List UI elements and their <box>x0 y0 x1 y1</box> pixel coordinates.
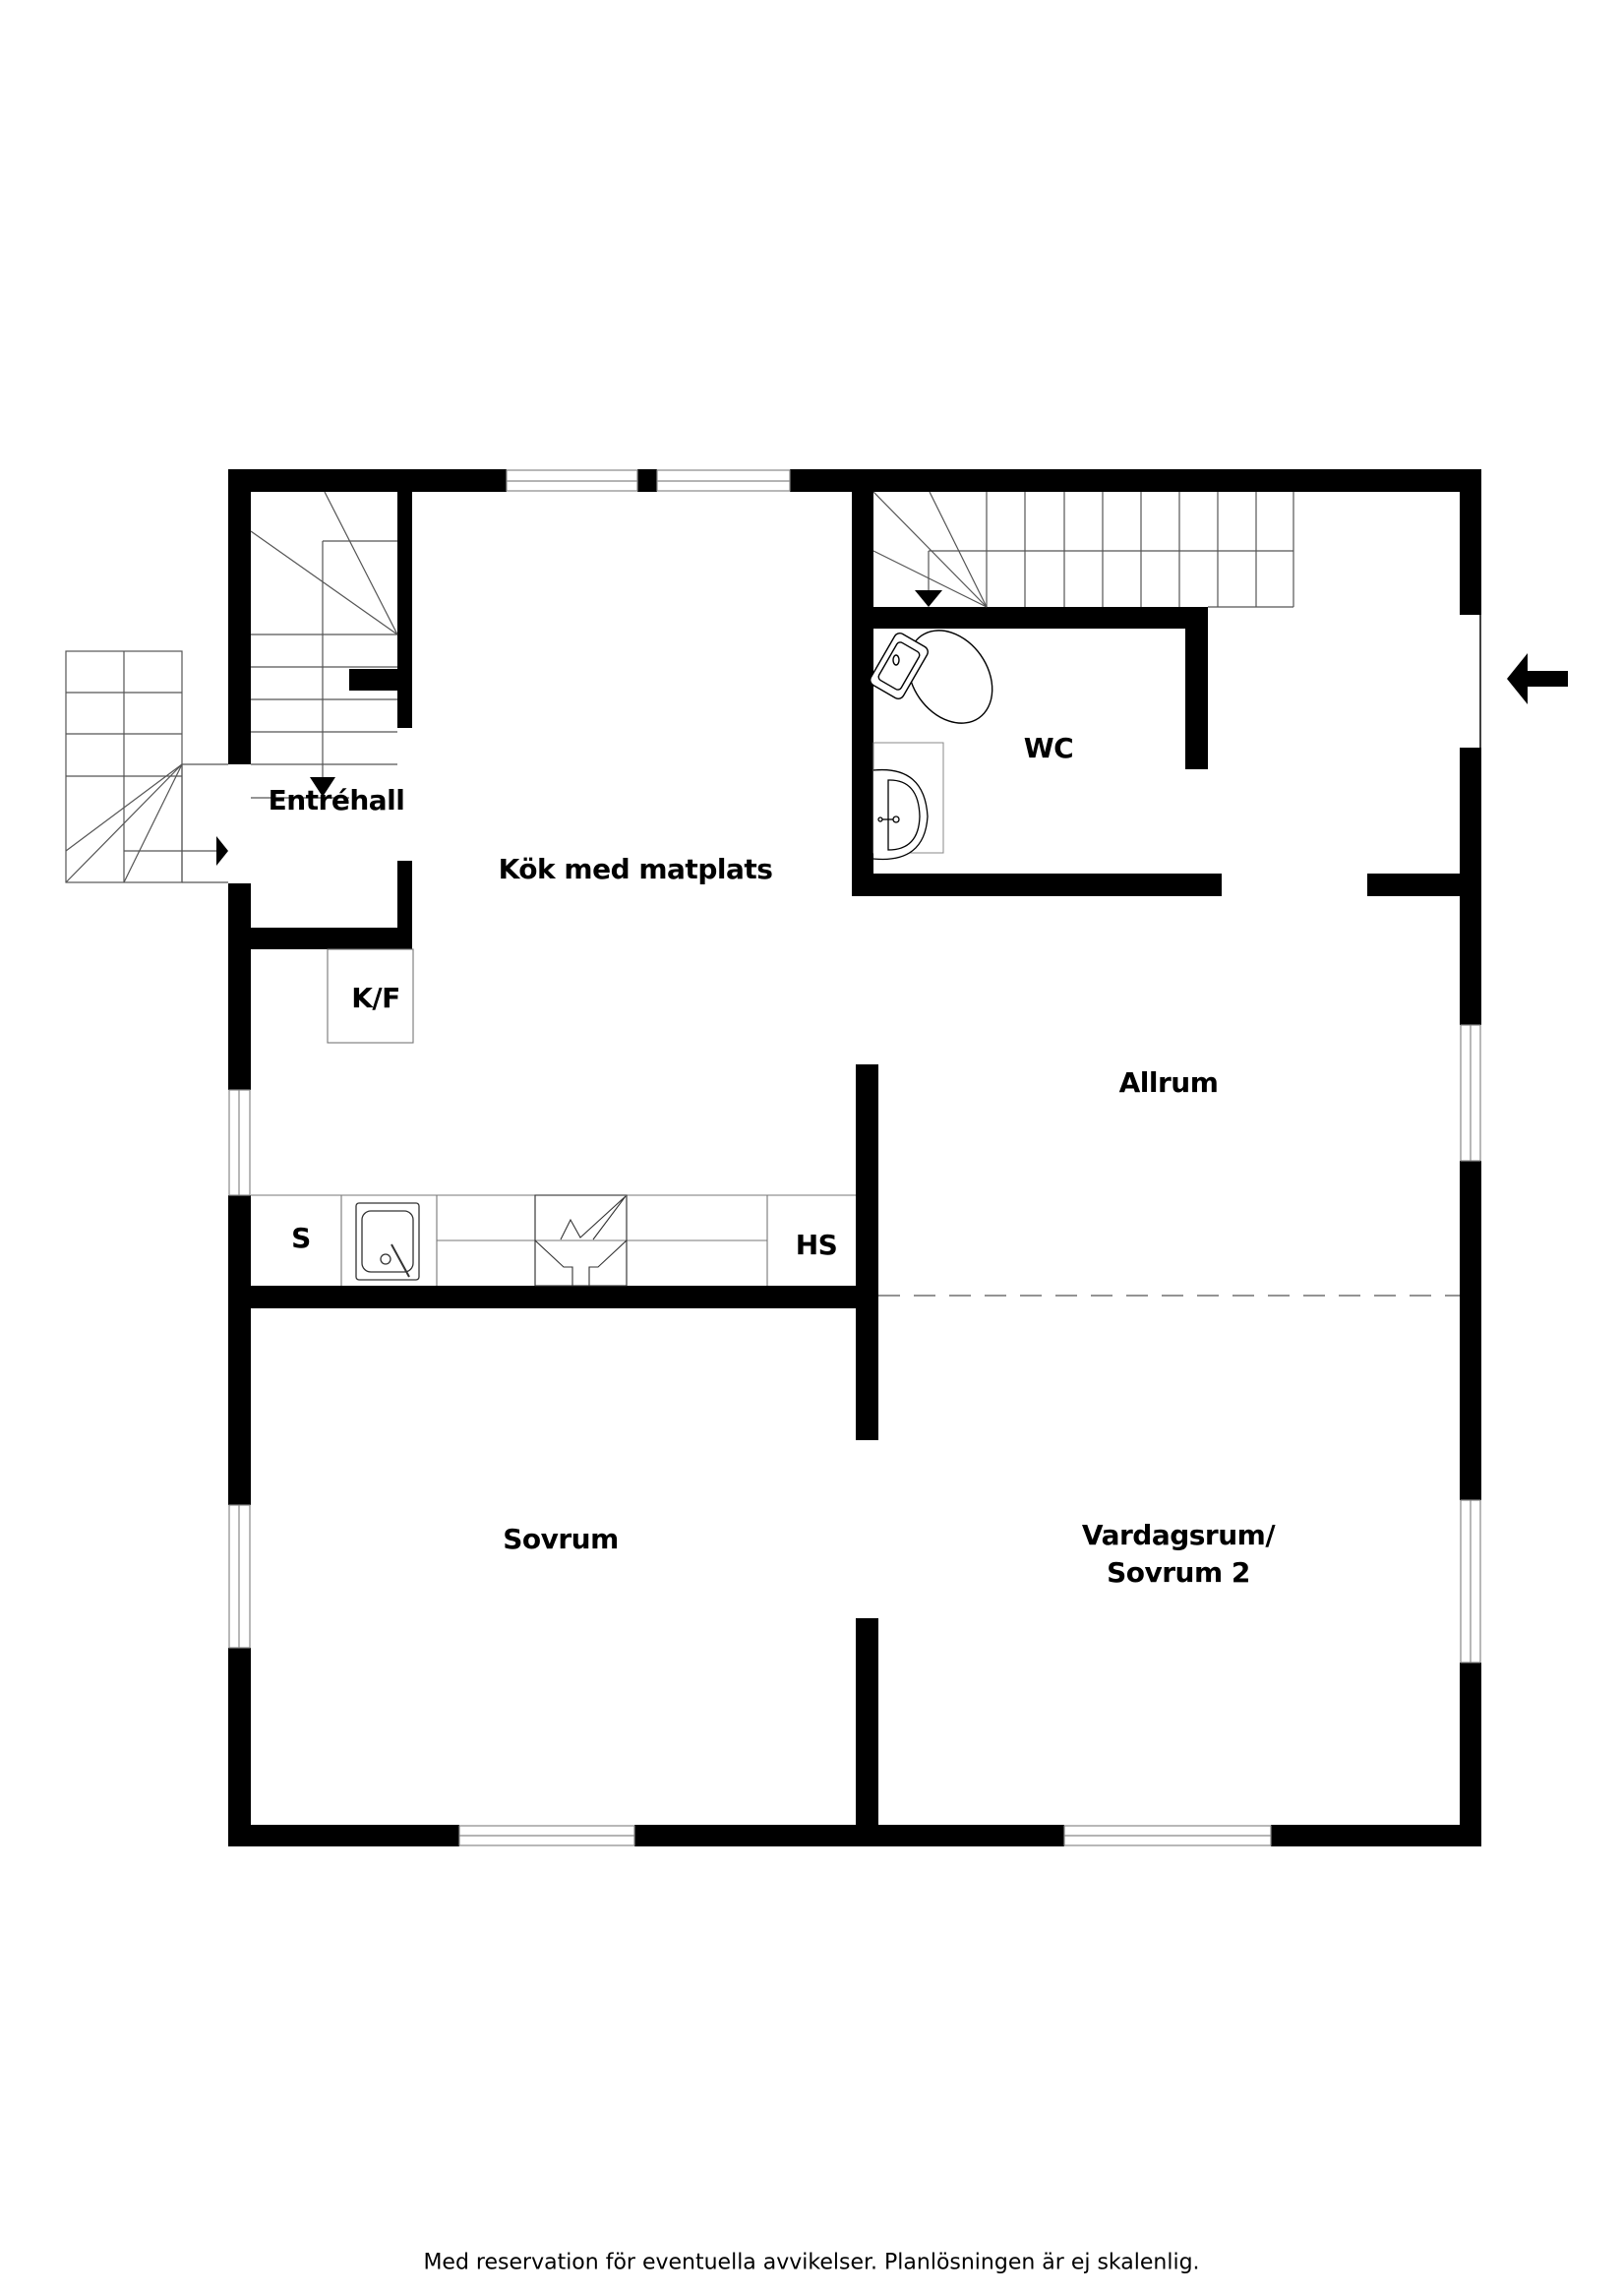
room-label-vardagsrum-line2: Sovrum 2 <box>1107 1556 1250 1589</box>
kitchen-counter <box>251 948 856 1286</box>
stairs-icon <box>250 491 398 799</box>
windows <box>228 469 1481 1846</box>
room-label-wc: WC <box>1023 732 1074 764</box>
room-label-kok: Kök med matplats <box>498 853 773 885</box>
room-label-vardagsrum-line1: Vardagsrum/ <box>1081 1519 1276 1551</box>
stairs-icon <box>872 491 1294 608</box>
room-label-vardagsrum: Vardagsrum/ Sovrum 2 <box>1081 1517 1276 1592</box>
room-label-sovrum: Sovrum <box>503 1523 619 1555</box>
toilet-icon <box>870 630 993 724</box>
stair-direction-arrow-icon <box>310 777 335 797</box>
fixture-label-kf: K/F <box>351 982 400 1014</box>
outer-walls <box>228 469 1481 1846</box>
stair-direction-arrow-icon <box>216 836 228 866</box>
stair-direction-arrow-icon <box>915 590 942 607</box>
interior-walls <box>251 487 1461 1835</box>
stove-hood-icon <box>534 1194 628 1287</box>
fixture-label-hs: HS <box>795 1229 838 1261</box>
disclaimer-text: Med reservation för eventuella avvikelse… <box>423 2250 1200 2275</box>
entrance-arrow-icon <box>1507 653 1568 704</box>
fixture-label-s: S <box>291 1222 311 1254</box>
stairs-icon <box>65 650 228 883</box>
room-label-entrehall: Entréhall <box>268 784 405 816</box>
washbasin-icon <box>872 742 944 861</box>
room-label-allrum: Allrum <box>1118 1066 1219 1099</box>
sink-icon <box>355 1202 420 1281</box>
